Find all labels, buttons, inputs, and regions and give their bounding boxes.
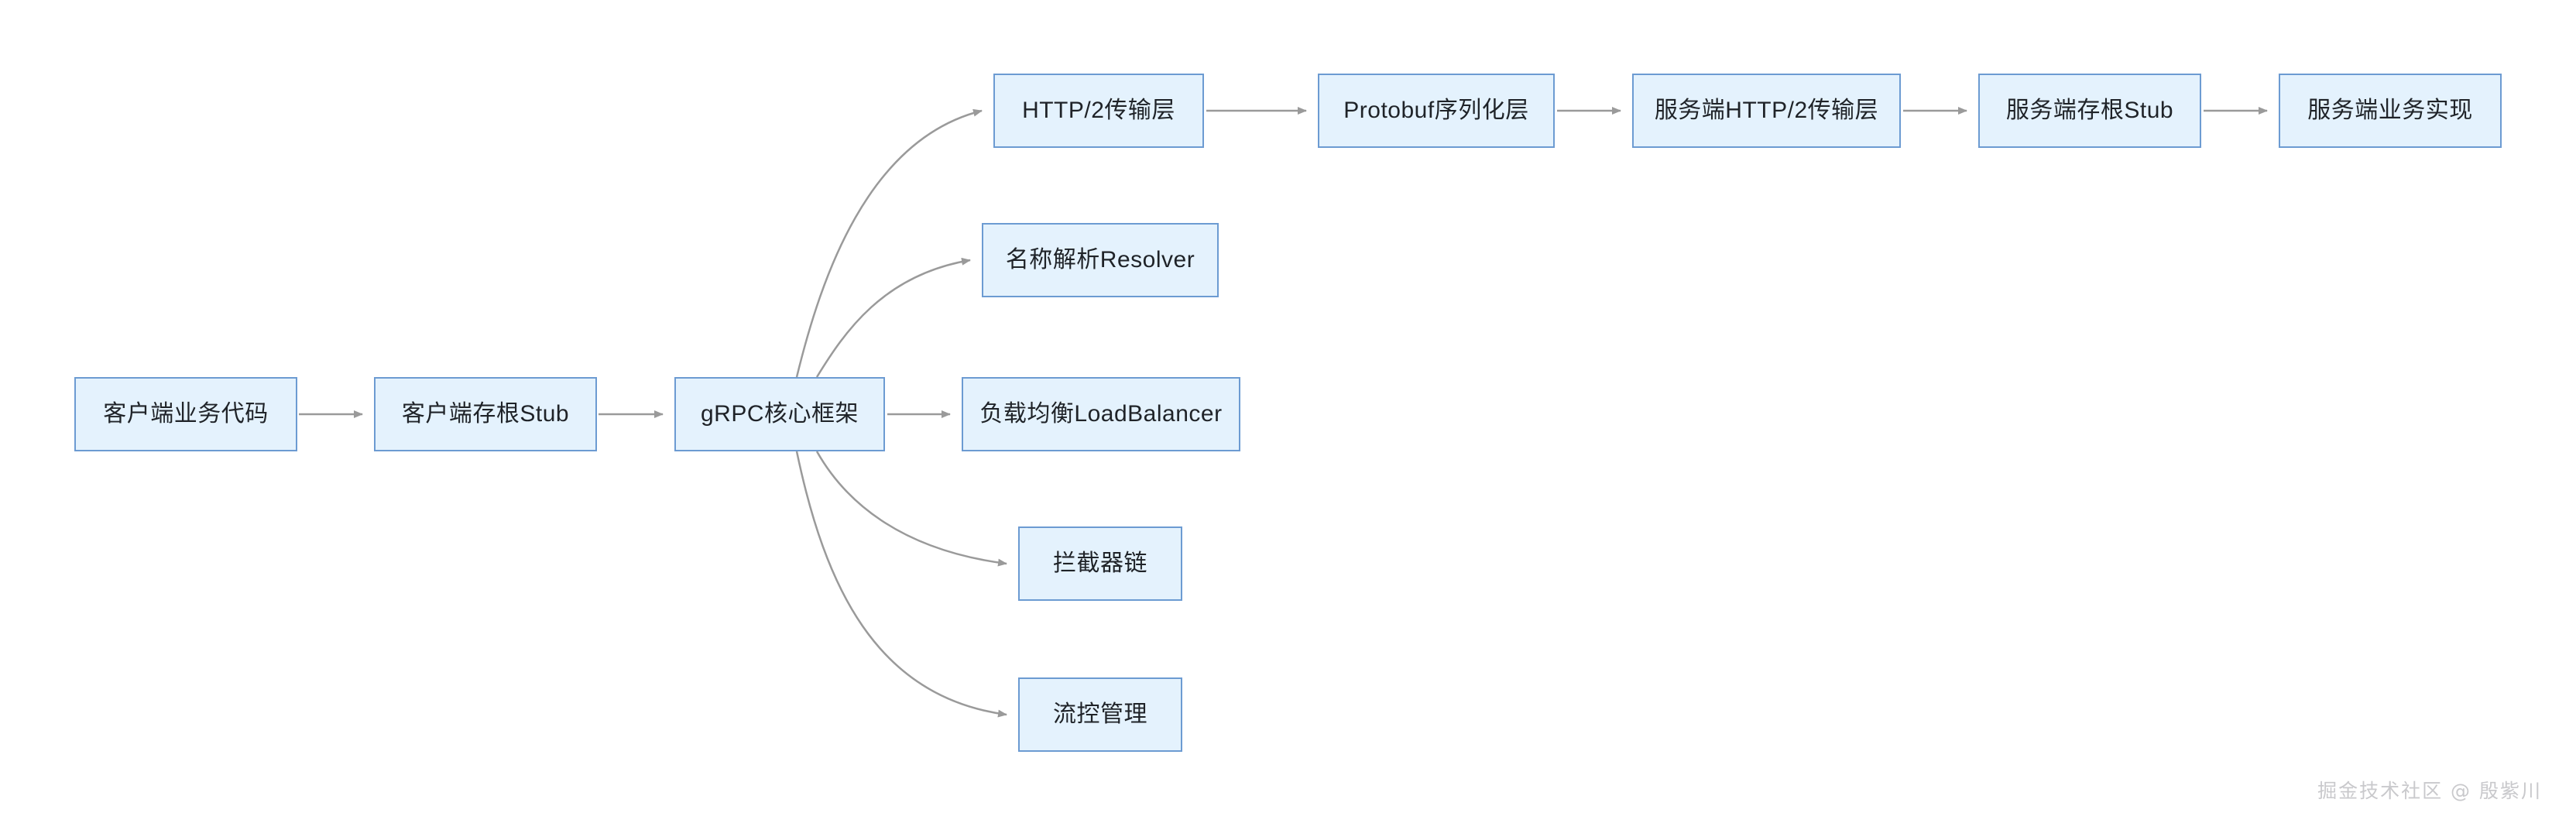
node-interceptor-chain[interactable]: 拦截器链 (1018, 526, 1182, 601)
node-name-resolver[interactable]: 名称解析Resolver (982, 223, 1219, 297)
node-server-business-impl[interactable]: 服务端业务实现 (2279, 74, 2502, 148)
edge-grpc-core-to-name-resolver (815, 257, 971, 378)
node-http2-transport[interactable]: HTTP/2传输层 (993, 74, 1204, 148)
node-label-flow-control: 流控管理 (1053, 701, 1147, 727)
node-server-http2-transport[interactable]: 服务端HTTP/2传输层 (1632, 74, 1901, 148)
node-client-stub[interactable]: 客户端存根Stub (374, 377, 597, 451)
node-label-http2-transport: HTTP/2传输层 (1022, 98, 1175, 123)
edge-grpc-core-to-http2-transport (795, 108, 983, 378)
node-grpc-core[interactable]: gRPC核心框架 (674, 377, 885, 451)
node-flow-control[interactable]: 流控管理 (1018, 677, 1182, 752)
node-label-server-http2-transport: 服务端HTTP/2传输层 (1654, 98, 1879, 123)
node-label-grpc-core: gRPC核心框架 (700, 401, 859, 427)
node-label-load-balancer: 负载均衡LoadBalancer (979, 401, 1223, 427)
node-label-protobuf-serialization: Protobuf序列化层 (1343, 98, 1529, 123)
node-label-name-resolver: 名称解析Resolver (1005, 247, 1195, 273)
node-label-client-business-code: 客户端业务代码 (103, 401, 269, 427)
edge-grpc-core-to-flow-control (795, 451, 1007, 718)
node-client-business-code[interactable]: 客户端业务代码 (74, 377, 297, 451)
watermark: 掘金技术社区 @ 殷紫川 (2317, 780, 2542, 802)
node-server-stub[interactable]: 服务端存根Stub (1978, 74, 2201, 148)
edge-grpc-core-to-interceptor-chain (815, 451, 1007, 567)
node-protobuf-serialization[interactable]: Protobuf序列化层 (1318, 74, 1555, 148)
node-load-balancer[interactable]: 负载均衡LoadBalancer (962, 377, 1240, 451)
node-label-server-business-impl: 服务端业务实现 (2307, 98, 2473, 123)
node-label-interceptor-chain: 拦截器链 (1053, 550, 1147, 576)
node-label-server-stub: 服务端存根Stub (2005, 98, 2174, 123)
node-label-client-stub: 客户端存根Stub (401, 401, 570, 427)
